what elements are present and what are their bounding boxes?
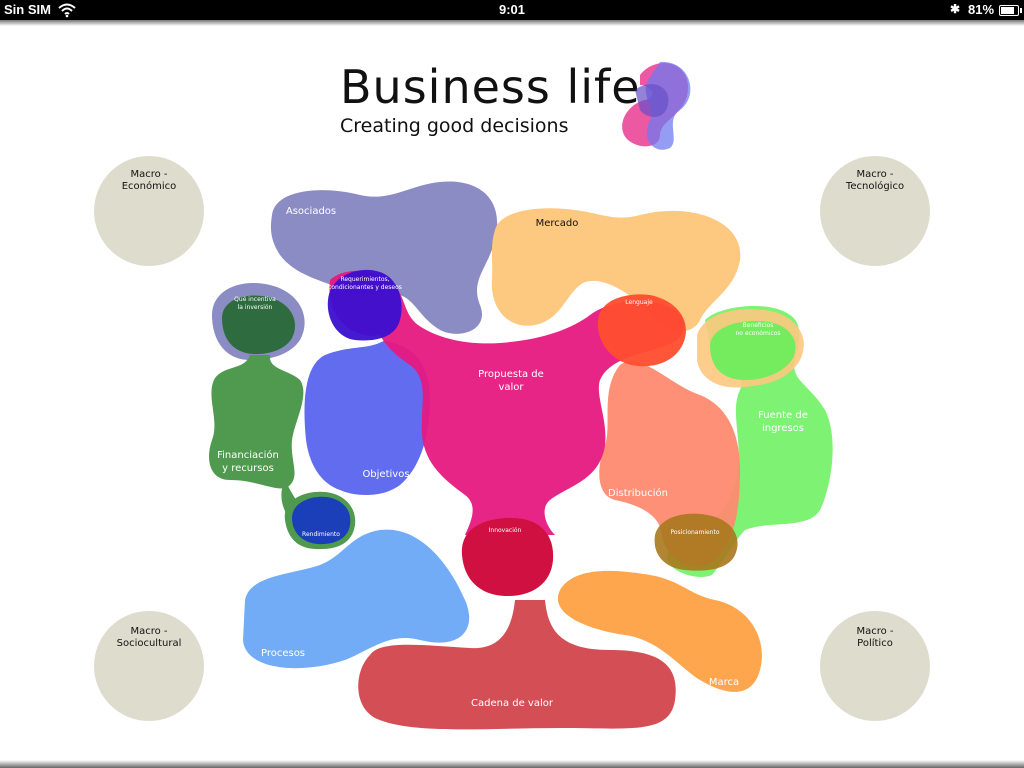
financiacion-block[interactable]: Financiación y recursos: [209, 355, 305, 520]
macro-economico-circle[interactable]: Macro - Económico: [94, 156, 204, 266]
macro-economico-label-2: Económico: [122, 180, 177, 192]
procesos-block[interactable]: Procesos: [243, 529, 470, 669]
que-incentiva-label-2: la inversión: [238, 304, 273, 311]
requerimientos-block[interactable]: Requerimientos, condicionantes y deseos: [327, 269, 402, 341]
procesos-label: Procesos: [261, 648, 305, 659]
fuente-de-ingresos-block[interactable]: Fuente de ingresos: [667, 305, 833, 577]
distribucion-label: Distribución: [608, 487, 668, 499]
macro-economico-label-1: Macro -: [130, 169, 167, 180]
lenguaje-block[interactable]: Lenguaje: [597, 294, 686, 367]
app-title: Business life: [340, 60, 641, 114]
rendimiento-label: Rendimiento: [302, 531, 340, 538]
requerimientos-label-2: condicionantes y deseos: [328, 284, 402, 291]
macro-politico-label-1: Macro -: [856, 626, 893, 637]
macro-tecnologico-label-1: Macro -: [856, 169, 893, 180]
canvas-top-shadow: [0, 20, 1024, 26]
financiacion-label-2: y recursos: [222, 463, 274, 474]
innovacion-label: Innovación: [489, 527, 522, 534]
marca-block[interactable]: Marca: [557, 570, 762, 692]
macro-sociocultural-label-1: Macro -: [130, 626, 167, 637]
requerimientos-label-1: Requerimientos,: [340, 276, 389, 283]
asociados-block[interactable]: Asociados: [270, 181, 498, 334]
battery-icon: [999, 5, 1022, 16]
que-incentiva-label-1: Qué incentiva: [234, 296, 276, 303]
posicionamiento-label: Posicionamiento: [670, 529, 719, 536]
wifi-icon: [58, 3, 76, 18]
fuente-label-2: ingresos: [762, 423, 804, 434]
financiacion-label-1: Financiación: [217, 449, 279, 461]
posicionamiento-block[interactable]: Posicionamiento: [654, 513, 738, 571]
canvas-bottom-shadow: [0, 760, 1024, 768]
propuesta-label-2: valor: [498, 382, 524, 393]
carrier-label: Sin SIM: [4, 2, 51, 17]
innovacion-block[interactable]: Innovación: [461, 517, 554, 597]
mercado-label: Mercado: [536, 218, 579, 229]
propuesta-label-1: Propuesta de: [478, 369, 544, 380]
battery-percent: 81%: [968, 2, 995, 17]
cadena-de-valor-label: Cadena de valor: [471, 698, 554, 709]
bluetooth-icon: ✱: [950, 2, 961, 16]
business-life-logo-icon: [622, 61, 691, 150]
macro-politico-circle[interactable]: Macro - Político: [820, 611, 930, 721]
macro-tecnologico-circle[interactable]: Macro - Tecnológico: [820, 156, 930, 266]
mercado-block[interactable]: Mercado: [491, 208, 741, 332]
status-bar: Sin SIM 9:01 ✱ 81%: [0, 0, 1024, 20]
beneficios-label-1: Beneficios: [743, 322, 774, 329]
app-subtitle: Creating good decisions: [340, 115, 569, 137]
beneficios-label-2: no económicos: [735, 330, 780, 337]
propuesta-de-valor-block[interactable]: Propuesta de valor: [329, 270, 684, 535]
macro-sociocultural-label-2: Sociocultural: [117, 638, 182, 649]
macro-politico-label-2: Político: [857, 637, 893, 649]
macro-tecnologico-label-2: Tecnológico: [845, 180, 904, 192]
marca-label: Marca: [709, 677, 739, 688]
cadena-de-valor-block[interactable]: Cadena de valor: [358, 600, 676, 730]
asociados-label: Asociados: [286, 206, 336, 217]
lenguaje-label: Lenguaje: [625, 299, 653, 306]
que-incentiva-block[interactable]: Qué incentiva la inversión: [212, 283, 305, 360]
fuente-label-1: Fuente de: [758, 410, 808, 421]
macro-sociocultural-circle[interactable]: Macro - Sociocultural: [94, 611, 204, 721]
battery-fill: [1001, 7, 1014, 14]
clock: 9:01: [498, 2, 526, 17]
beneficios-block[interactable]: Beneficios no económicos: [697, 309, 804, 388]
objetivos-block[interactable]: Objetivos: [304, 340, 430, 495]
objetivos-label: Objetivos: [362, 469, 409, 480]
rendimiento-block[interactable]: Rendimiento: [284, 491, 356, 550]
